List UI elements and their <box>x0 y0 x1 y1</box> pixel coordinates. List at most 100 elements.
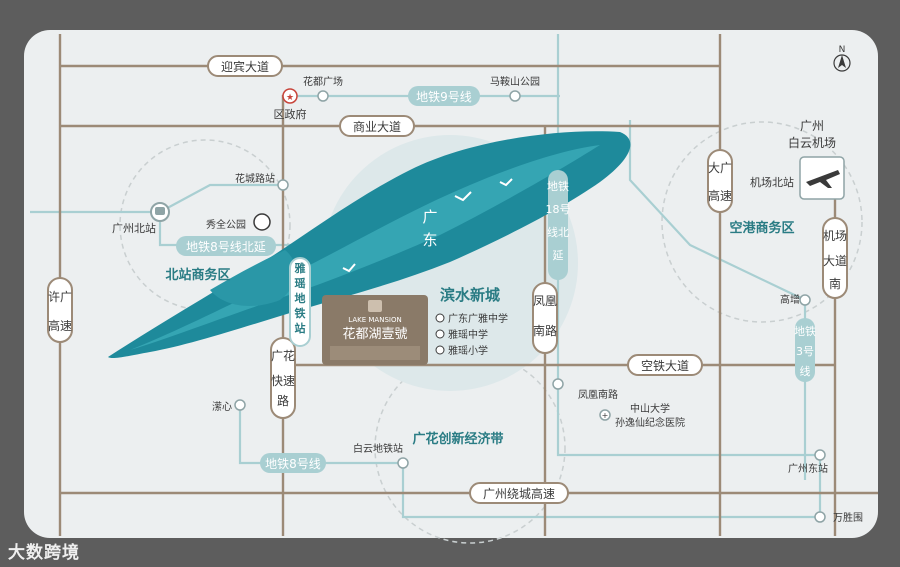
hospital-label-2: 孙逸仙纪念医院 <box>615 416 685 429</box>
school-3: 雅瑶小学 <box>448 344 488 357</box>
station-maanshan: 马鞍山公园 <box>490 75 540 88</box>
station-guangzhoubei: 广州北站 <box>112 221 156 235</box>
road-shangye-label: 商业大道 <box>353 119 401 134</box>
watermark: 大数跨境 <box>8 543 80 563</box>
road-jichang-label-1: 机场 <box>823 229 847 243</box>
station-guangzhoudong: 广州东站 <box>788 462 828 475</box>
station-dot-guangzhoudong <box>814 449 826 461</box>
hospital-icon <box>599 409 611 421</box>
government-icon <box>282 88 298 104</box>
airport-label-1: 广州 <box>800 119 824 133</box>
district-konggang: 空港商务区 <box>729 220 794 236</box>
station-dot-huaduguangchang <box>317 90 329 102</box>
road-kongtie-label: 空铁大道 <box>641 359 689 373</box>
metro-line9 <box>30 94 560 214</box>
station-huacheng: 花城路站 <box>235 172 275 185</box>
svg-text:地: 地 <box>295 291 306 305</box>
lake-west-lobe <box>210 250 296 306</box>
wetland-label-1: 广 <box>422 208 437 226</box>
metro-line8 <box>238 405 822 519</box>
school-icon <box>435 345 445 355</box>
station-dot-tanxin <box>234 399 246 411</box>
school-list: 广东广雅中学 雅瑶中学 雅瑶小学 <box>435 312 508 357</box>
station-baiyun: 白云地铁站 <box>353 442 403 455</box>
road-xuguang-label-2: 高速 <box>48 318 72 333</box>
road-daguang-label-1: 大广 <box>708 161 732 175</box>
school-1: 广东广雅中学 <box>448 312 508 325</box>
svg-text:瑶: 瑶 <box>295 276 306 290</box>
metro-line9-label: 地铁9号线 <box>416 90 472 104</box>
road-yingbin-label: 迎宾大道 <box>221 59 269 74</box>
park-icon <box>253 213 271 231</box>
project-name-en: LAKE MANSION <box>348 316 401 324</box>
compass-icon: N <box>833 45 851 72</box>
road-guanghua-label-1: 广花 <box>271 348 295 363</box>
district-binshui: 滨水新城 <box>440 286 500 304</box>
station-labels: 花都广场 马鞍山公园 花城路站 秀全公园 白云地铁站 广州东站 万胜围 机场北站… <box>112 75 863 524</box>
road-jichang-label-3: 南 <box>829 276 841 291</box>
station-dot-gaozeng <box>799 294 811 306</box>
road-daguang-label-2: 高速 <box>708 188 732 203</box>
bird-icon <box>499 178 513 187</box>
railway-station-icon <box>150 202 170 222</box>
metro-line18-label-1: 地铁 <box>547 180 569 193</box>
metro-labels: 地铁9号线 地铁8号线北延 地铁8号线 地铁 18号 线北 延 地铁 3号 线 … <box>176 86 816 473</box>
metro-line3-label-2: 3号 <box>796 345 814 358</box>
station-xiugong: 秀全公园 <box>206 218 246 231</box>
beizhan-district-circle <box>119 139 291 311</box>
project-name-cn: 花都湖壹號 <box>342 326 407 342</box>
svg-text:+: + <box>602 411 609 420</box>
bird-icons <box>342 178 513 273</box>
road-labels: 迎宾大道 商业大道 许广 高速 广花 快速 路 凤凰 南路 空铁大道 广州绕城高… <box>47 55 848 504</box>
school-icon <box>435 313 445 323</box>
metro-line18-label-4: 延 <box>553 249 564 262</box>
metro-line18-label-2: 18号 <box>546 203 571 216</box>
road-fenghuang-label-2: 南路 <box>533 323 557 338</box>
svg-text:雅: 雅 <box>295 261 306 275</box>
wetland-label-2: 东 <box>422 231 437 249</box>
road-xuguang-label-1: 许广 <box>48 290 72 304</box>
bird-icon <box>342 263 356 273</box>
project-logo-icon <box>368 300 382 312</box>
station-dot-maanshan <box>509 90 521 102</box>
metro-line8-ext-label: 地铁8号线北延 <box>186 240 266 254</box>
compass-label: N <box>839 45 846 55</box>
station-dot-baiyun <box>397 457 409 469</box>
road-raocheng-label: 广州绕城高速 <box>483 486 555 501</box>
svg-text:铁: 铁 <box>295 306 306 320</box>
station-gaozeng: 高增 <box>780 293 800 306</box>
road-guanghua-label-3: 路 <box>277 393 289 408</box>
station-wanshengwei: 万胜围 <box>833 512 863 524</box>
station-tanxin: 潆心 <box>212 400 232 413</box>
hospital-label-1: 中山大学 <box>630 402 670 415</box>
konggang-district-circle <box>661 121 863 323</box>
project-building-image <box>330 346 420 360</box>
road-guanghua-label-2: 快速 <box>271 374 295 388</box>
school-2: 雅瑶中学 <box>448 328 488 341</box>
school-icon <box>435 329 445 339</box>
district-beizhan: 北站商务区 <box>165 267 230 283</box>
government-star-icon: ★ <box>286 93 294 103</box>
station-dot-fenghuangnanlu <box>552 378 564 390</box>
station-jichangbei: 机场北站 <box>750 175 794 189</box>
road-jichang-label-2: 大道 <box>823 254 847 268</box>
svg-text:站: 站 <box>295 321 306 335</box>
airplane-icon <box>806 170 840 188</box>
station-dot-huacheng <box>277 179 289 191</box>
bird-icon <box>454 191 472 202</box>
road-fenghuang-label-1: 凤凰 <box>533 294 557 308</box>
airport-label-2: 白云机场 <box>788 135 836 150</box>
station-huaduguangchang: 花都广场 <box>303 75 343 88</box>
metro-line3-label-3: 线 <box>800 364 811 378</box>
project-card: LAKE MANSION 花都湖壹號 <box>322 295 428 365</box>
metro-line3-label-1: 地铁 <box>794 325 816 338</box>
station-dot-wanshengwei <box>814 511 826 523</box>
guanghua-district-circle <box>374 352 566 544</box>
metro-line18-label-3: 线北 <box>547 225 569 239</box>
district-guanghua: 广花创新经济带 <box>412 431 503 447</box>
station-fenghuangnanlu: 凤凰南路 <box>578 388 618 401</box>
station-dots <box>234 90 826 523</box>
metro-line8-label: 地铁8号线 <box>265 457 321 471</box>
